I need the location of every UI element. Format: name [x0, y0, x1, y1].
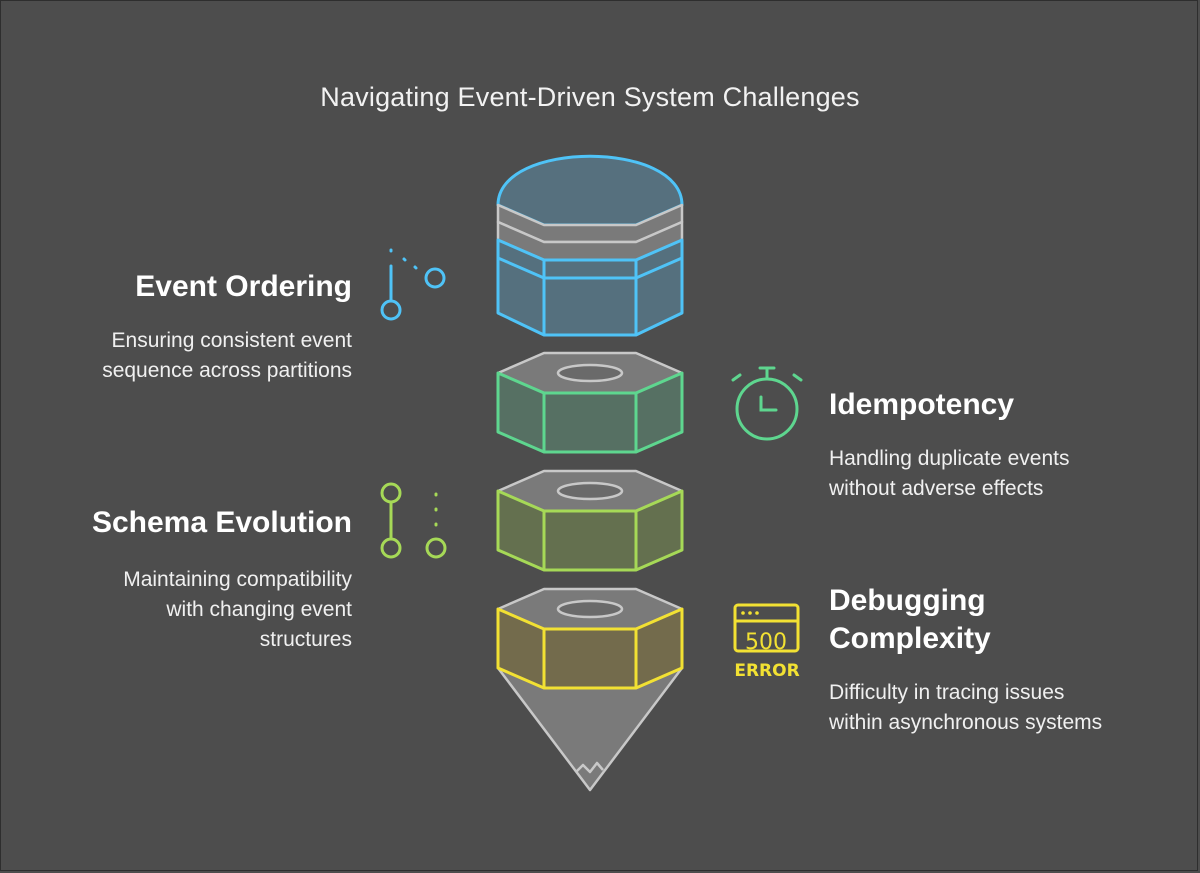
top-cap-segment — [496, 154, 684, 337]
event-ordering-description: Ensuring consistent event sequence acros… — [20, 326, 352, 386]
idempotency-heading: Idempotency — [829, 388, 1015, 421]
lime-nut-segment — [496, 469, 684, 572]
timeline-icon — [380, 248, 446, 321]
debugging-complexity-heading-line: Complexity — [829, 622, 991, 655]
branch-icon — [380, 482, 447, 559]
schema-evolution-heading: Schema Evolution — [91, 506, 352, 539]
debugging-complexity-description-line: within asynchronous systems — [829, 711, 1103, 734]
debugging-complexity-heading: Debugging Complexity — [829, 582, 1159, 658]
green-nut-segment — [496, 351, 684, 454]
debugging-complexity-description: Difficulty in tracing issues within asyn… — [829, 678, 1179, 738]
idempotency-description: Handling duplicate events without advers… — [829, 444, 1169, 504]
stopwatch-icon — [731, 366, 803, 441]
error-code-text: 500 — [745, 630, 787, 655]
event-ordering-heading: Event Ordering — [135, 270, 352, 303]
event-ordering-description-line: Ensuring consistent event — [111, 329, 352, 352]
server-error-icon: 500 ERROR — [733, 603, 800, 681]
error-label-text: ERROR — [734, 661, 799, 681]
debugging-complexity-description-line: Difficulty in tracing issues — [829, 681, 1065, 704]
yellow-nut-segment — [496, 587, 684, 792]
event-ordering-description-line: sequence across partitions — [102, 359, 352, 382]
schema-evolution-description: Maintaining compatibility with changing … — [20, 565, 352, 655]
idempotency-description-line: Handling duplicate events — [829, 447, 1070, 470]
idempotency-description-line: without adverse effects — [829, 477, 1044, 500]
schema-evolution-description-line: Maintaining compatibility — [123, 568, 352, 591]
diagram-title: Navigating Event-Driven System Challenge… — [320, 82, 860, 112]
schema-evolution-description-line: with changing event — [166, 598, 352, 621]
debugging-complexity-heading-line: Debugging — [829, 584, 986, 617]
schema-evolution-description-line: structures — [259, 628, 352, 651]
